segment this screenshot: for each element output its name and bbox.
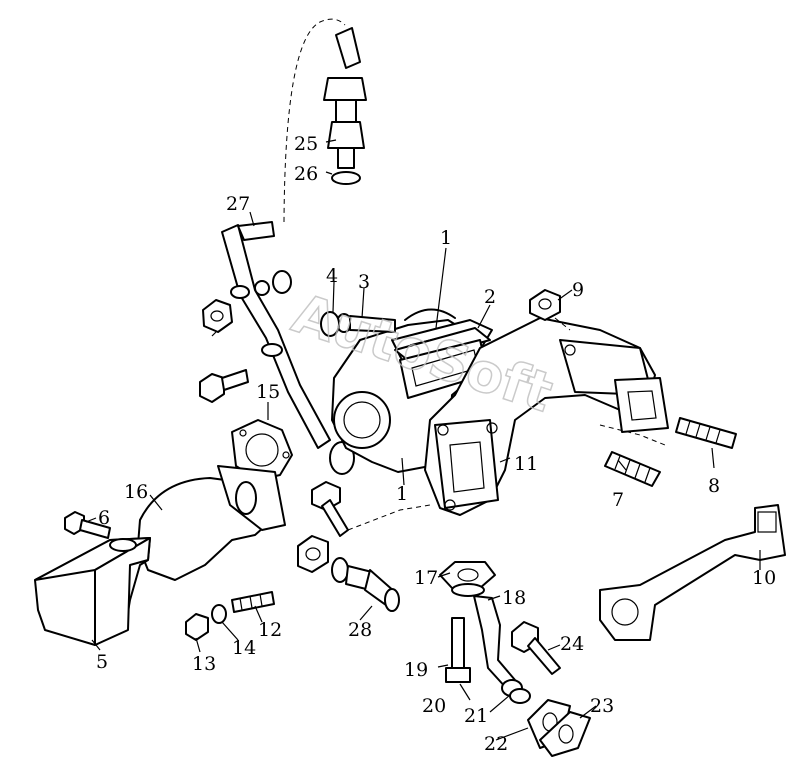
callout-21: 21 [464, 705, 488, 727]
oil-feed-pipe-assembly [221, 18, 361, 475]
callout-11: 11 [514, 453, 538, 475]
bolt-6 [64, 511, 137, 552]
callout-9: 9 [572, 279, 584, 301]
callout-12: 12 [258, 619, 282, 641]
callout-27: 27 [226, 193, 250, 215]
heat-shield-5 [34, 537, 151, 646]
callout-26: 26 [294, 163, 318, 185]
callout-19: 19 [404, 659, 428, 681]
nut-13 [185, 613, 209, 641]
bolt-19 [445, 617, 471, 683]
callout-1-top: 1 [440, 227, 452, 249]
bolt-24 [511, 621, 561, 675]
flange-gasket [599, 377, 669, 446]
elbow-16 [137, 465, 286, 581]
exhaust-manifold-11 [424, 317, 656, 516]
washer-14 [211, 604, 227, 624]
washer-4 [320, 311, 340, 337]
clip-21 [509, 688, 531, 704]
callout-16: 16 [124, 481, 148, 503]
leader-lines [85, 139, 761, 741]
banjo-fitting-25 [323, 77, 367, 185]
callout-18: 18 [502, 587, 526, 609]
stud-12 [231, 591, 275, 613]
callout-2: 2 [484, 286, 496, 308]
callout-25: 25 [294, 133, 318, 155]
flange-17 [439, 561, 496, 597]
callout-7: 7 [612, 489, 624, 511]
callout-numbers: 1 2 3 4 5 6 7 8 9 10 11 12 13 14 15 16 1… [96, 133, 776, 755]
bolt-3 [336, 313, 396, 333]
gasket-strip-10 [599, 504, 786, 641]
callout-24: 24 [560, 633, 584, 655]
nut-left [202, 299, 233, 333]
bolt-center [311, 481, 431, 537]
stud-8 [675, 417, 737, 449]
callout-28: 28 [348, 619, 372, 641]
callout-15: 15 [256, 381, 280, 403]
callout-1-lower: 1 [396, 483, 408, 505]
callout-23: 23 [590, 695, 614, 717]
callout-4: 4 [326, 265, 338, 287]
callout-22: 22 [484, 733, 508, 755]
callout-17: 17 [414, 567, 438, 589]
callout-20: 20 [422, 695, 446, 717]
stud-7 [604, 451, 661, 487]
callout-13: 13 [192, 653, 216, 675]
fitting-28 [331, 557, 400, 612]
bolt-left [199, 369, 249, 403]
callout-14: 14 [232, 637, 256, 659]
callout-6: 6 [98, 507, 110, 529]
nut-9 [529, 289, 571, 331]
callout-5: 5 [96, 651, 108, 673]
gasket-23 [539, 711, 591, 757]
callout-3: 3 [358, 271, 370, 293]
callout-10: 10 [752, 567, 776, 589]
nut-28 [297, 535, 329, 573]
callout-8: 8 [708, 475, 720, 497]
